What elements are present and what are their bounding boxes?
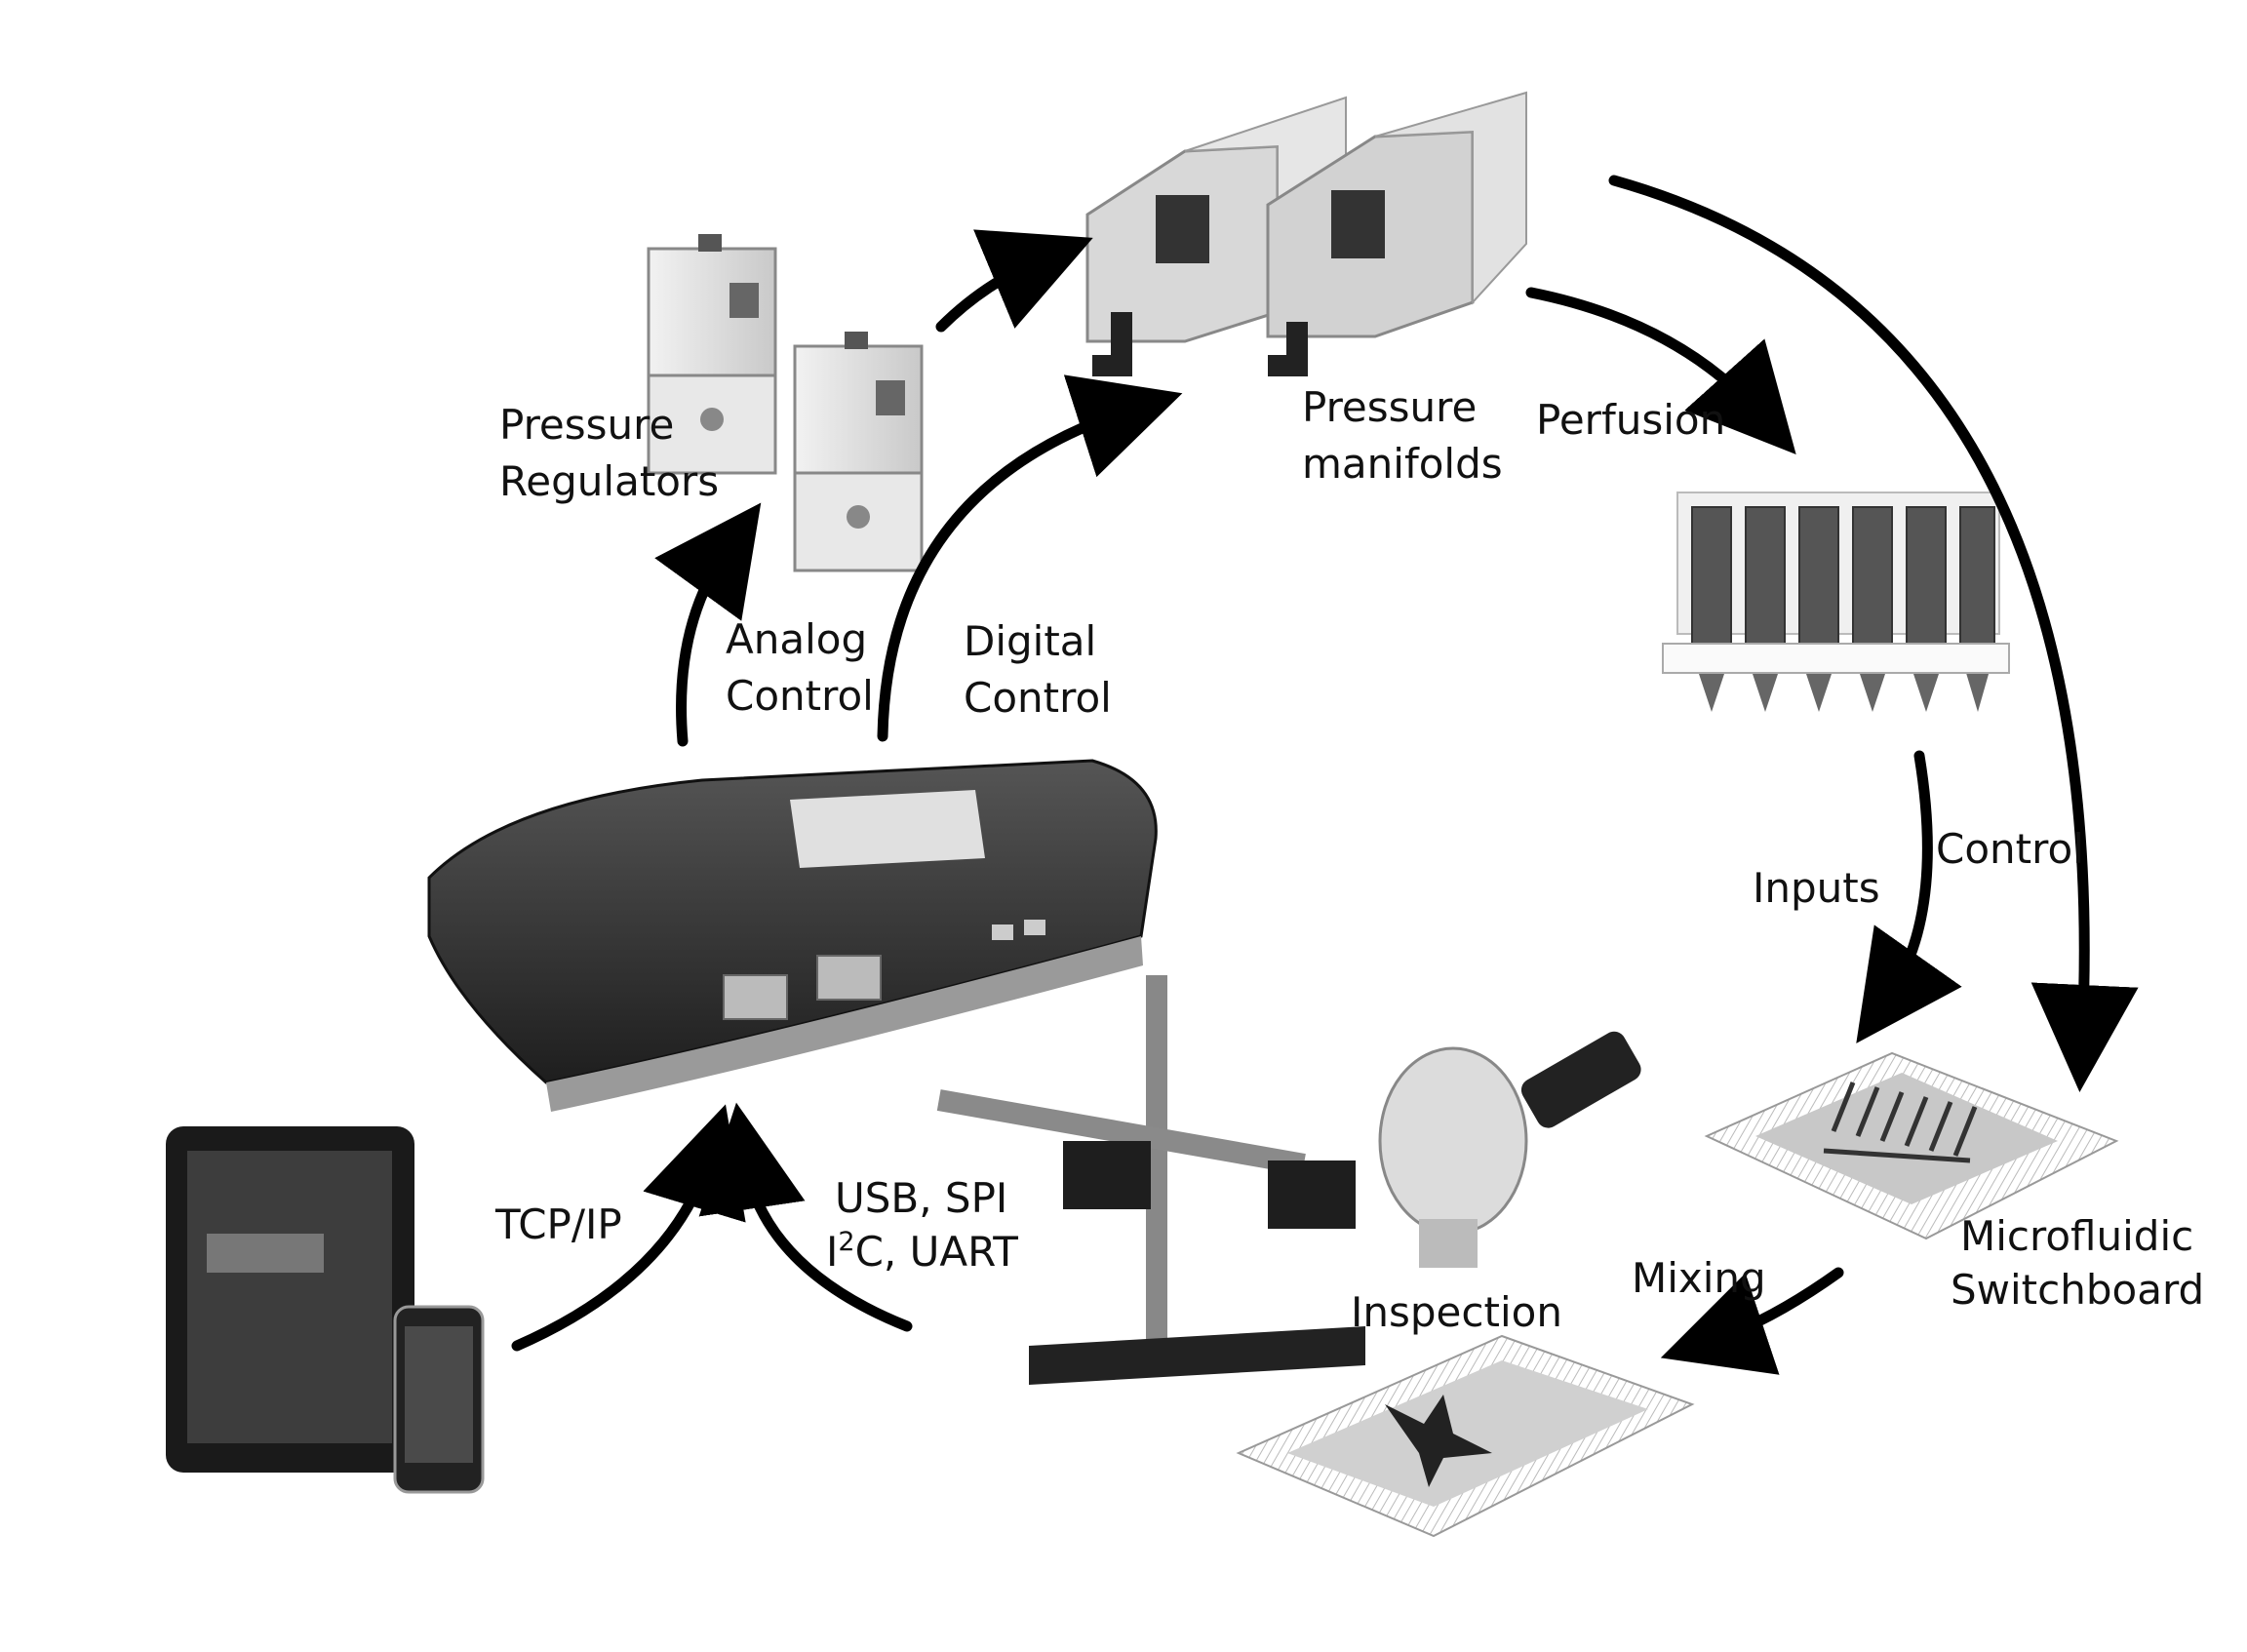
controller-box-image <box>429 761 1156 1112</box>
pressure-manifolds-label: Pressure manifolds <box>1302 383 1503 488</box>
arrow-tcp-ip <box>517 1156 710 1346</box>
analog-control-label: Analog Control <box>726 615 880 720</box>
digital-control-label: Digital Control <box>964 617 1112 722</box>
control-label: Control <box>1936 825 2084 873</box>
i2c-uart-label: I2C, UART <box>826 1227 1018 1276</box>
perfusion-label: Perfusion <box>1536 396 1725 444</box>
tube-rack-image <box>1663 492 2009 712</box>
tablet-phone-image <box>166 1126 483 1492</box>
inputs-label: Inputs <box>1753 864 1880 912</box>
microfluidic-switchboard-label: Microfluidic Switchboard <box>1951 1212 2207 1314</box>
arrow-analog-control <box>682 546 729 741</box>
mixing-label: Mixing <box>1632 1254 1766 1302</box>
pressure-manifolds-image <box>1087 93 1526 366</box>
arrow-inputs <box>1887 756 1927 1000</box>
pressure-regulators-image <box>649 234 922 570</box>
inspection-label: Inspection <box>1351 1288 1562 1336</box>
tcp-ip-label: TCP/IP <box>494 1200 622 1248</box>
arrow-regulators-to-manifolds <box>941 258 1044 327</box>
microfluidic-switchboard-image <box>1707 1053 2116 1239</box>
usb-spi-label: USB, SPI <box>835 1174 1007 1222</box>
